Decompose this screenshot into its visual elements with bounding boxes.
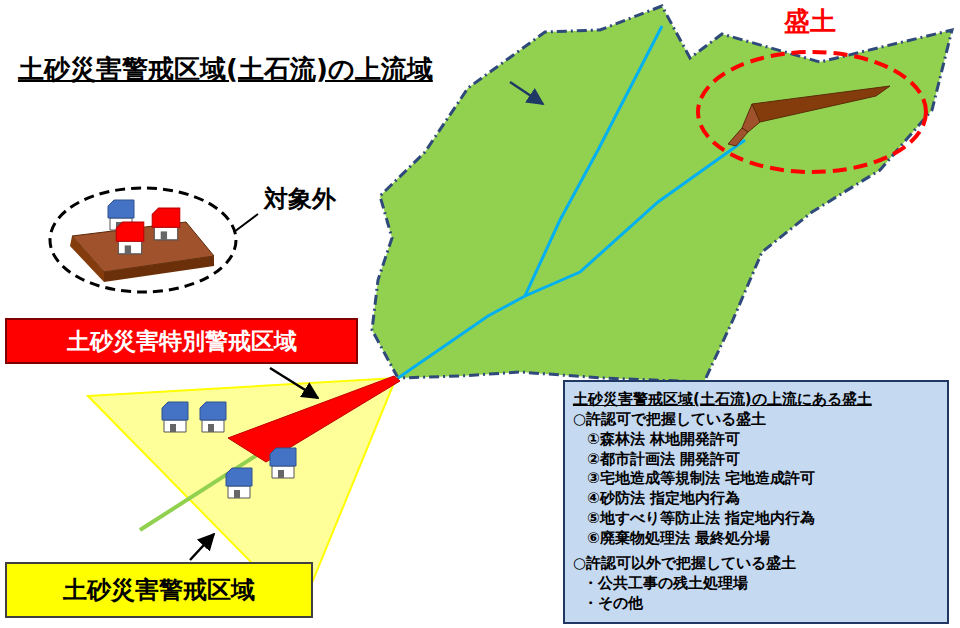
- excluded-label: 対象外: [264, 183, 336, 215]
- house-icon: [226, 468, 252, 498]
- leader-line: [190, 534, 214, 560]
- box-text: ○許認可で把握している盛土: [573, 410, 939, 430]
- embankment-ring: [698, 52, 926, 172]
- basin-area: [372, 6, 952, 382]
- leader-line: [234, 214, 258, 232]
- box-text: ③宅地造成等規制法 宅地造成許可: [573, 469, 939, 489]
- house-icon: [152, 208, 180, 240]
- info-heading: 土砂災害警戒区域(土石流)の上流にある盛土: [573, 390, 939, 410]
- house-icon: [270, 448, 296, 478]
- zone-label-box: 土砂災害警戒区域: [5, 562, 313, 618]
- embankment-label: 盛土: [784, 4, 836, 39]
- special-zone: [228, 376, 400, 462]
- box-text: ④砂防法 指定地内行為: [573, 489, 939, 509]
- stream: [140, 448, 268, 530]
- leader-line: [270, 368, 318, 398]
- box-text: ・公共工事の残土処理場: [573, 574, 939, 594]
- house-icon: [116, 222, 144, 254]
- box-text: 土砂災害特別警戒区域: [13, 328, 350, 355]
- leader-line: [510, 82, 543, 104]
- info-box: 土砂災害警戒区域(土石流)の上流にある盛土○許認可で把握している盛土①森林法 林…: [563, 380, 949, 624]
- box-text: ○許認可以外で把握している盛土: [573, 554, 939, 574]
- embankment: [742, 104, 760, 132]
- zone-label-box: 土砂災害特別警戒区域: [5, 318, 358, 364]
- platform: [70, 236, 104, 282]
- stream: [525, 140, 745, 296]
- excluded-ring: [50, 188, 236, 292]
- box-text: ②都市計画法 開発許可: [573, 450, 939, 470]
- embankment: [752, 86, 890, 122]
- region-label: 土砂災害警戒区域(土石流)の上流域: [18, 52, 433, 87]
- house-icon: [200, 402, 226, 432]
- embankment: [728, 128, 748, 146]
- box-text: ⑤地すべり等防止法 指定地内行為: [573, 509, 939, 529]
- stream: [398, 26, 662, 378]
- box-text: ⑥廃棄物処理法 最終処分場: [573, 529, 939, 549]
- box-text: ①森林法 林地開発許可: [573, 430, 939, 450]
- box-text: ・その他: [573, 594, 939, 614]
- house-icon: [162, 402, 188, 432]
- box-text: 土砂災害警戒区域: [13, 576, 305, 605]
- platform: [104, 256, 214, 282]
